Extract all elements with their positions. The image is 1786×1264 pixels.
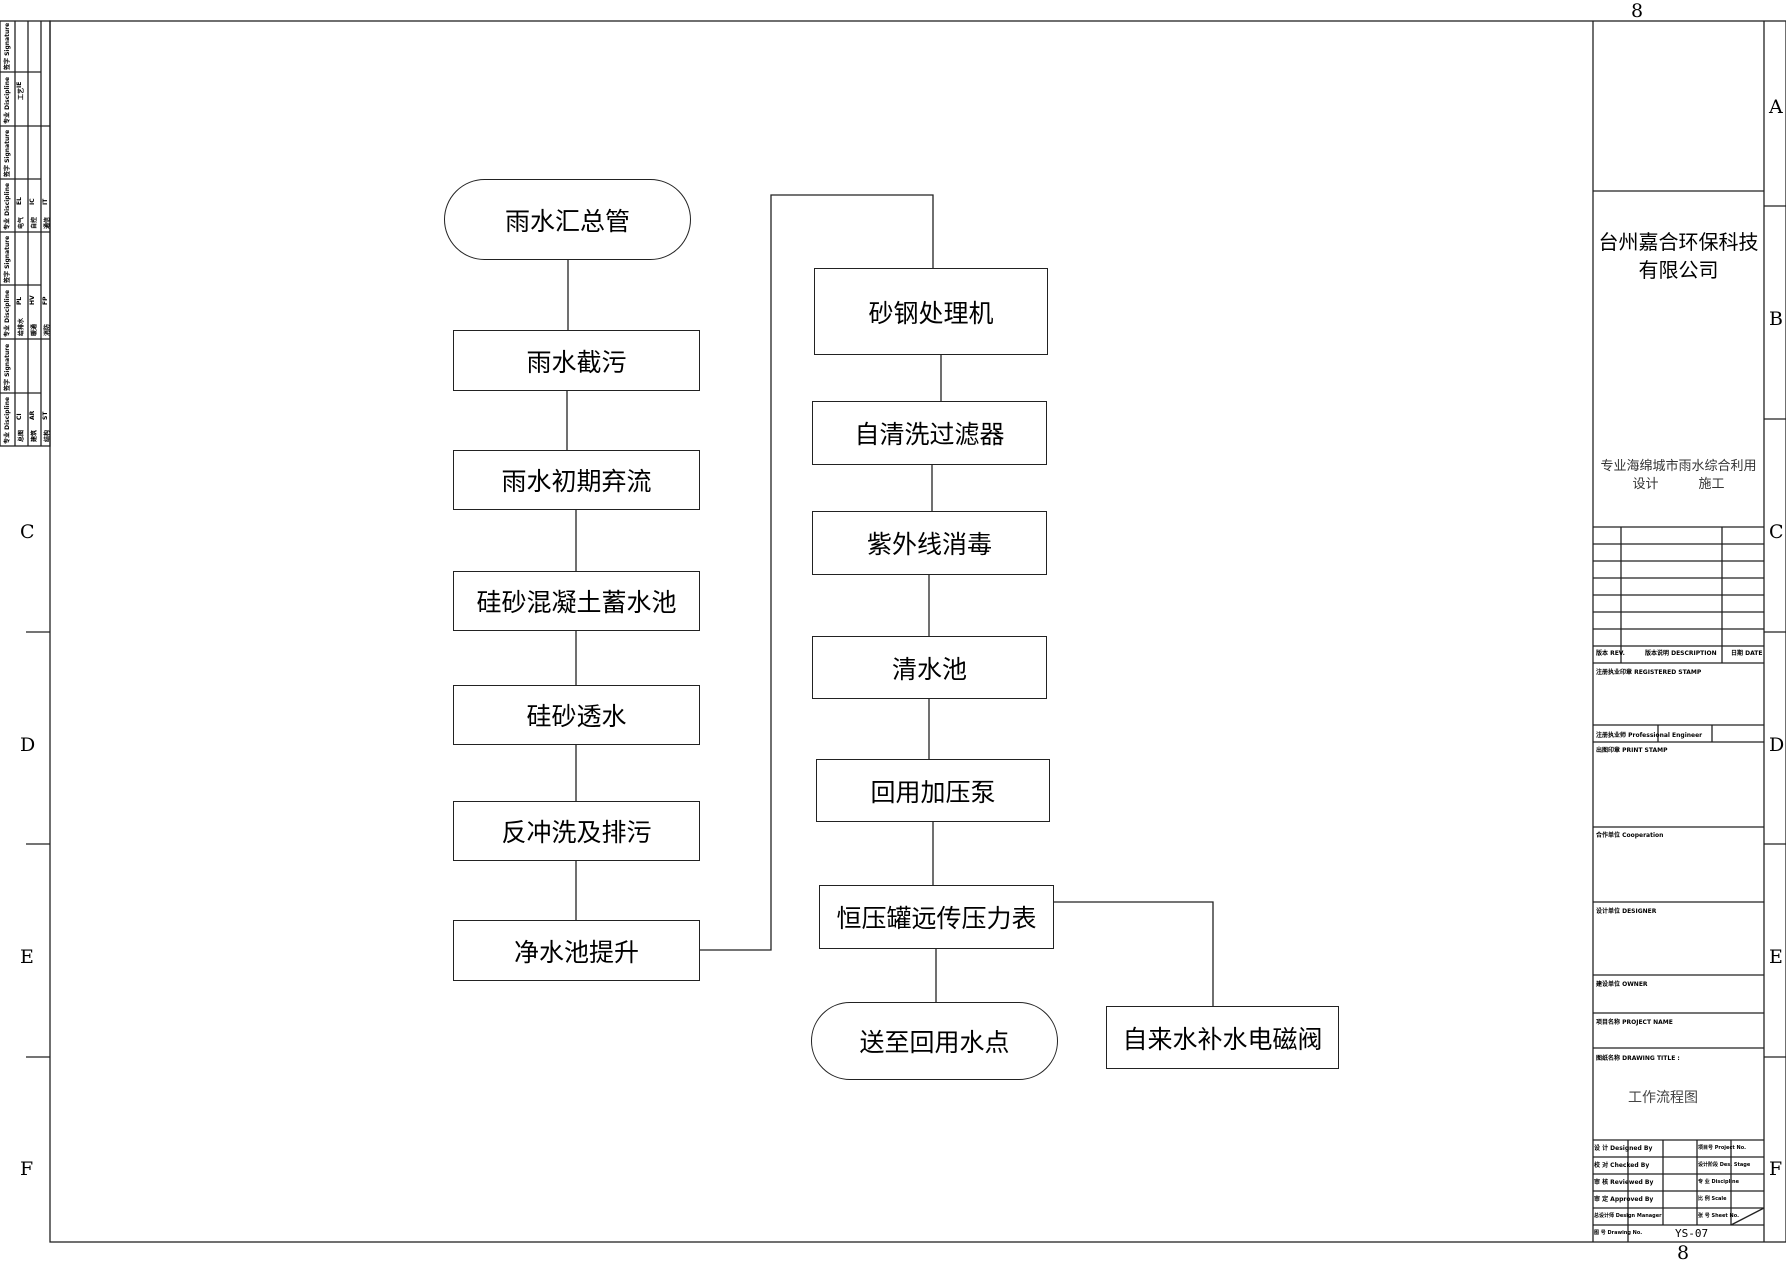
zone-label: D	[1769, 734, 1785, 756]
drawing-title: 工作流程图	[1628, 1090, 1698, 1106]
slogan-build: 施工	[1698, 477, 1725, 492]
flow-node-rain-interception: 雨水截污	[453, 330, 700, 391]
checked-by-label: 校 对 Checked By	[1594, 1162, 1650, 1169]
flow-node-self-cleaning-filter: 自清洗过滤器	[812, 401, 1047, 465]
flow-node-clean-pool-lift: 净水池提升	[453, 920, 700, 981]
designer-label: 设计单位 DESIGNER	[1596, 908, 1657, 915]
strip-name: 总图	[18, 429, 25, 442]
strip-code: IC	[29, 198, 36, 205]
project-name-label: 项目名称 PROJECT NAME	[1596, 1019, 1673, 1026]
strip-name: 给排水	[18, 317, 25, 336]
strip-signature-label: 签字 Signature	[4, 22, 11, 70]
zone-label: A	[1769, 96, 1783, 118]
strip-code: IE	[16, 81, 23, 88]
strip-code: HV	[29, 295, 36, 305]
rev-header-description: 版本说明 DESCRIPTION	[1645, 650, 1717, 657]
professional-engineer-label: 注册执业师 Professional Engineer	[1596, 732, 1703, 739]
discipline-label: 专 业 Discipline	[1698, 1179, 1739, 1185]
flow-node-backwash: 反冲洗及排污	[453, 801, 700, 861]
flow-node-storage-tank: 硅砂混凝土蓄水池	[453, 571, 700, 631]
registered-stamp-label: 注册执业印章 REGISTERED STAMP	[1596, 669, 1702, 676]
zone-label: D	[20, 734, 36, 756]
design-stage-label: 设计阶段 Des. Stage	[1698, 1162, 1751, 1168]
drawing-title-label: 图纸名称 DRAWING TITLE :	[1596, 1055, 1680, 1062]
strip-discipline-label: 专业 Discipline	[4, 76, 11, 124]
company-name-line1: 台州嘉合环保科技	[1598, 230, 1759, 254]
column-number-bottom: 8	[1677, 1242, 1690, 1264]
slogan-line1: 专业海绵城市雨水综合利用	[1600, 459, 1757, 474]
slogan-design: 设计	[1632, 477, 1659, 492]
column-number-top: 8	[1631, 0, 1644, 22]
flow-node-initial-discard: 雨水初期弃流	[453, 450, 700, 510]
strip-discipline-label: 专业 Discipline	[4, 182, 11, 230]
company-name-line2: 有限公司	[1638, 258, 1719, 282]
flow-node-pressure-gauge: 恒压罐远传压力表	[819, 885, 1054, 949]
strip-signature-label: 签字 Signature	[4, 129, 11, 177]
strip-name: 暖通	[31, 323, 38, 336]
owner-label: 建设单位 OWNER	[1596, 981, 1648, 988]
strip-code: CI	[16, 413, 23, 420]
strip-name: 电气	[18, 216, 25, 229]
reviewed-by-label: 审 核 Reviewed By	[1594, 1179, 1654, 1186]
flow-node-uv-disinfection: 紫外线消毒	[812, 511, 1047, 575]
strip-code: AR	[29, 410, 36, 420]
strip-code: FP	[42, 296, 49, 306]
rev-header-date: 日期 DATE	[1731, 650, 1763, 657]
strip-signature-label: 签字 Signature	[4, 235, 11, 283]
project-no-label: 项目号 Project No.	[1698, 1145, 1747, 1151]
scale-label: 比 例 Scale	[1698, 1196, 1727, 1202]
zone-label: F	[1769, 1158, 1783, 1180]
flow-node-tap-water-valve: 自来水补水电磁阀	[1106, 1006, 1339, 1069]
zone-label: C	[1769, 521, 1784, 543]
rev-header-rev: 版本 REV.	[1596, 650, 1625, 657]
flow-node-sand-permeation: 硅砂透水	[453, 685, 700, 745]
flow-node-reuse-points: 送至回用水点	[811, 1002, 1058, 1080]
sheet-no-label: 张 号 Sheet No.	[1698, 1213, 1740, 1219]
cooperation-label: 合作单位 Cooperation	[1596, 832, 1664, 839]
approved-by-label: 审 定 Approved By	[1594, 1196, 1654, 1203]
strip-name: 通信	[44, 216, 51, 229]
strip-name: 消防	[44, 323, 51, 336]
zone-label: C	[20, 521, 35, 543]
flow-node-rain-main-pipe: 雨水汇总管	[444, 179, 691, 260]
strip-name: 自控	[31, 216, 38, 229]
zone-label: E	[20, 946, 34, 968]
strip-name: 工艺	[18, 87, 25, 100]
flow-node-clear-water-pool: 清水池	[812, 636, 1047, 699]
zone-label: F	[20, 1158, 34, 1180]
flow-node-sand-steel-processor: 砂钢处理机	[814, 268, 1048, 355]
strip-code: IT	[42, 198, 49, 205]
flow-node-booster-pump: 回用加压泵	[816, 759, 1050, 822]
designed-by-label: 设 计 Designed By	[1594, 1145, 1653, 1152]
drawing-no-label: 图 号 Drawing No.	[1594, 1230, 1643, 1236]
print-stamp-label: 出图印章 PRINT STAMP	[1596, 747, 1668, 754]
strip-discipline-label: 专业 Discipline	[4, 396, 11, 444]
strip-code: PL	[16, 296, 23, 305]
company-name: 台州嘉合环保科技 有限公司	[1593, 228, 1764, 284]
zone-label: E	[1769, 946, 1783, 968]
zone-label: B	[1769, 308, 1783, 330]
strip-name: 结构	[44, 429, 51, 442]
strip-signature-label: 签字 Signature	[4, 343, 11, 391]
design-manager-label: 总设计师 Design Manager	[1594, 1213, 1662, 1219]
strip-code: EL	[16, 197, 23, 205]
strip-name: 建筑	[31, 429, 38, 442]
drawing-no: YS-07	[1675, 1227, 1709, 1240]
slogan: 专业海绵城市雨水综合利用 设计 施工	[1593, 458, 1764, 494]
strip-discipline-label: 专业 Discipline	[4, 289, 11, 337]
strip-code: ST	[42, 411, 49, 420]
